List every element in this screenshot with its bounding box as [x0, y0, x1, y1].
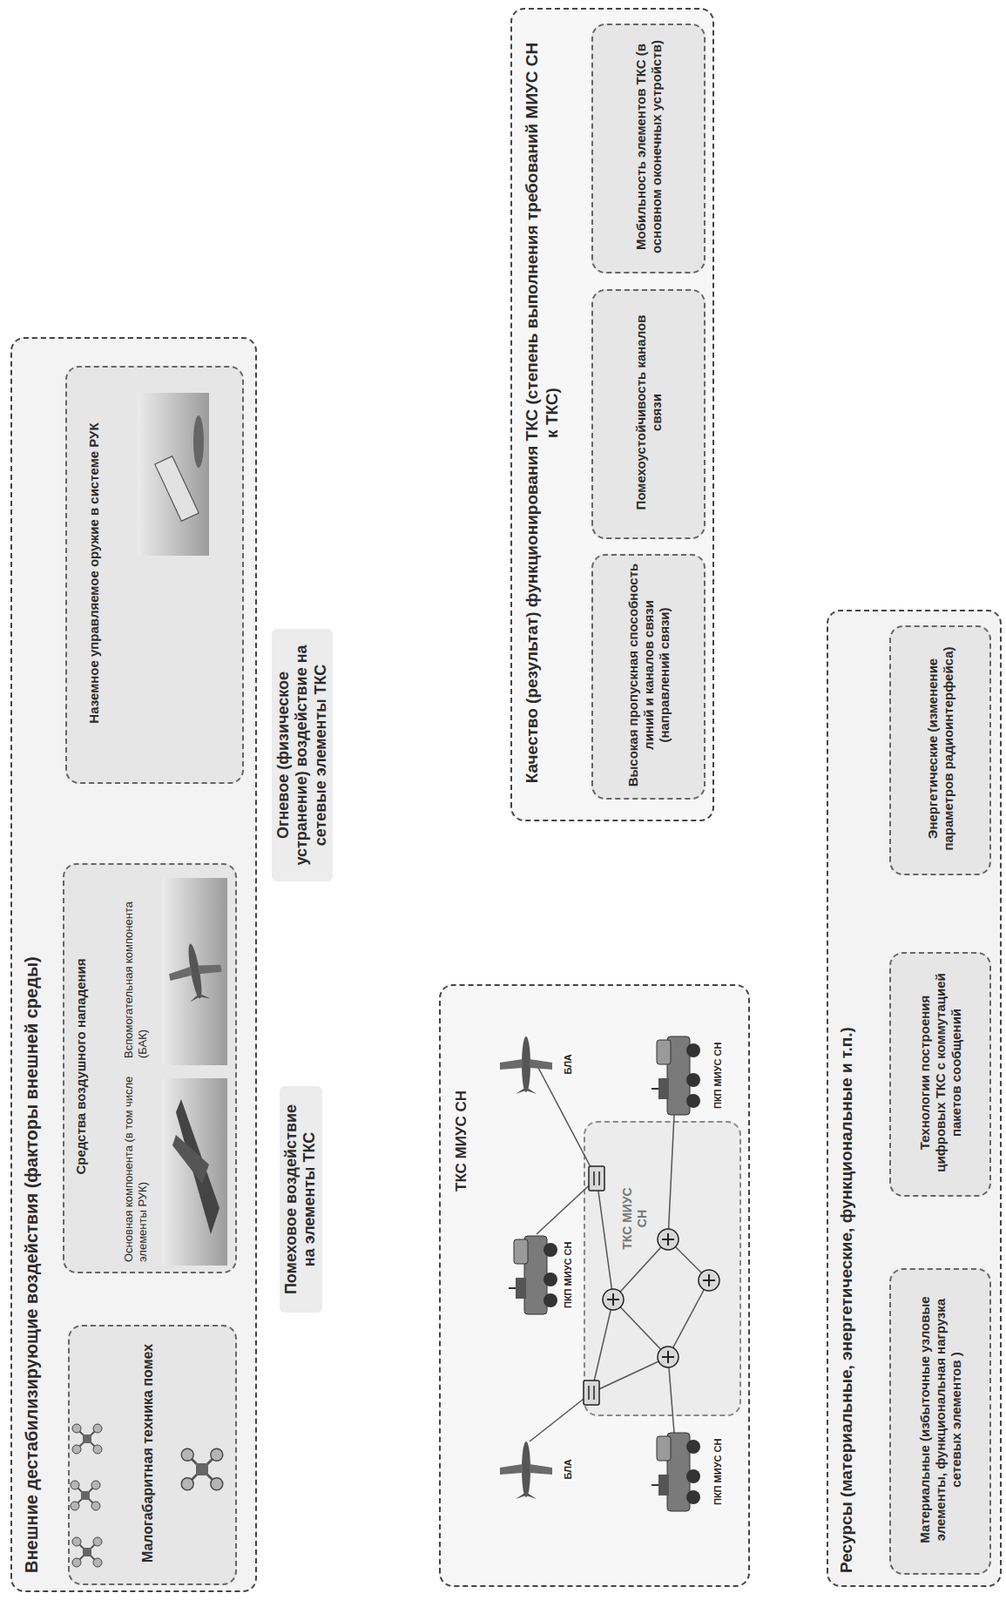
radio-link [529, 1392, 592, 1442]
box-text: Материальные (избыточные узловые элемент… [917, 1276, 965, 1563]
quality-box: Помехоустойчивость каналов связи [591, 289, 706, 540]
network-illustration [499, 1036, 720, 1512]
box-text: Малогабаритная техника помех [139, 1340, 156, 1567]
box-text: Энергетические (изменение параметров рад… [924, 634, 957, 864]
ground-debris [193, 415, 204, 468]
device-label: ПКП МИУС СН [712, 1437, 724, 1507]
radio-link [668, 1280, 709, 1358]
uav-photo [162, 877, 228, 1066]
device-label: БЛА [562, 1052, 574, 1076]
quality-box: Мобильность элементов ТКС (в основном ок… [591, 23, 706, 274]
edge-label: Помеховое воздействие на элементы ТКС [279, 1086, 323, 1313]
missile-photo [162, 1078, 228, 1266]
resource-box: Материальные (избыточные узловые элемент… [889, 1268, 992, 1575]
vehicle-icon [651, 1432, 701, 1512]
launcher-photo [137, 392, 210, 556]
vehicle-icon [508, 1235, 558, 1315]
box-text: Основная компонента (в том числе элемент… [121, 1074, 149, 1263]
device-label: ПКП МИУС СН [562, 1240, 574, 1310]
group-title: Качество (результат) функционирования ТК… [522, 40, 563, 785]
box-text: Высокая пропускная способность линий и к… [625, 562, 673, 788]
box-text: Наземное управляемое оружие в системе РУ… [86, 390, 102, 757]
radio-link [613, 1239, 669, 1300]
device-label: ПКП МИУС СН [712, 1040, 724, 1111]
box-text: Мобильность элементов ТКС (в основном ок… [633, 32, 665, 262]
launcher-shape [155, 456, 199, 522]
uav-icon [499, 1036, 553, 1094]
uav-icon [499, 1441, 553, 1499]
box-text: ТКС МИУС СН [620, 1186, 650, 1251]
radio-link [596, 1178, 614, 1300]
resource-box: Технологии построения цифровых ТКС с ком… [889, 951, 992, 1197]
quality-group: Качество (результат) функционирования ТК… [510, 7, 715, 822]
drone-icon [72, 1424, 102, 1454]
uav-shape [164, 938, 227, 1005]
radio-link [668, 1114, 675, 1240]
router-icon [657, 1228, 679, 1250]
box-title: Средства воздушного нападения [73, 878, 89, 1255]
switch-icon [588, 1166, 605, 1191]
device-label: БЛА [562, 1457, 574, 1481]
radio-link [668, 1357, 675, 1433]
vehicle-icon [651, 1036, 701, 1115]
resource-box: Энергетические (изменение параметров рад… [889, 625, 992, 876]
box-text: Технологии построения цифровых ТКС с ком… [917, 960, 965, 1185]
radio-link [591, 1357, 669, 1393]
radio-link [536, 1178, 597, 1235]
resource-group: Ресурсы (материальные, энергетические, ф… [826, 609, 1002, 1587]
radio-link [613, 1299, 669, 1358]
router-icon [602, 1289, 624, 1310]
radio-link [536, 1064, 597, 1179]
box-text: Помехоустойчивость каналов связи [633, 297, 665, 527]
quality-box: Высокая пропускная способность линий и к… [591, 553, 706, 800]
group-title: ТКС МИУС СН [452, 1017, 471, 1192]
network-core-box: ТКС МИУС СН [583, 1120, 742, 1417]
edge-label: Огневое (физическое устранение) воздейст… [271, 628, 334, 882]
drone-icon [181, 1448, 223, 1491]
router-icon [657, 1346, 679, 1368]
group-title: Ресурсы (материальные, энергетические, ф… [837, 623, 858, 1574]
missile-wing [172, 1134, 210, 1184]
box-text: Вспомогательная компонента (БАК) [121, 870, 149, 1059]
drone-icon [72, 1537, 102, 1567]
radio-link [591, 1299, 614, 1393]
switch-icon [583, 1380, 600, 1405]
router-icon [698, 1269, 720, 1291]
drone-icon [70, 1480, 101, 1511]
group-title: Внешние дестабилизирующие воздействия (ф… [20, 527, 42, 1574]
